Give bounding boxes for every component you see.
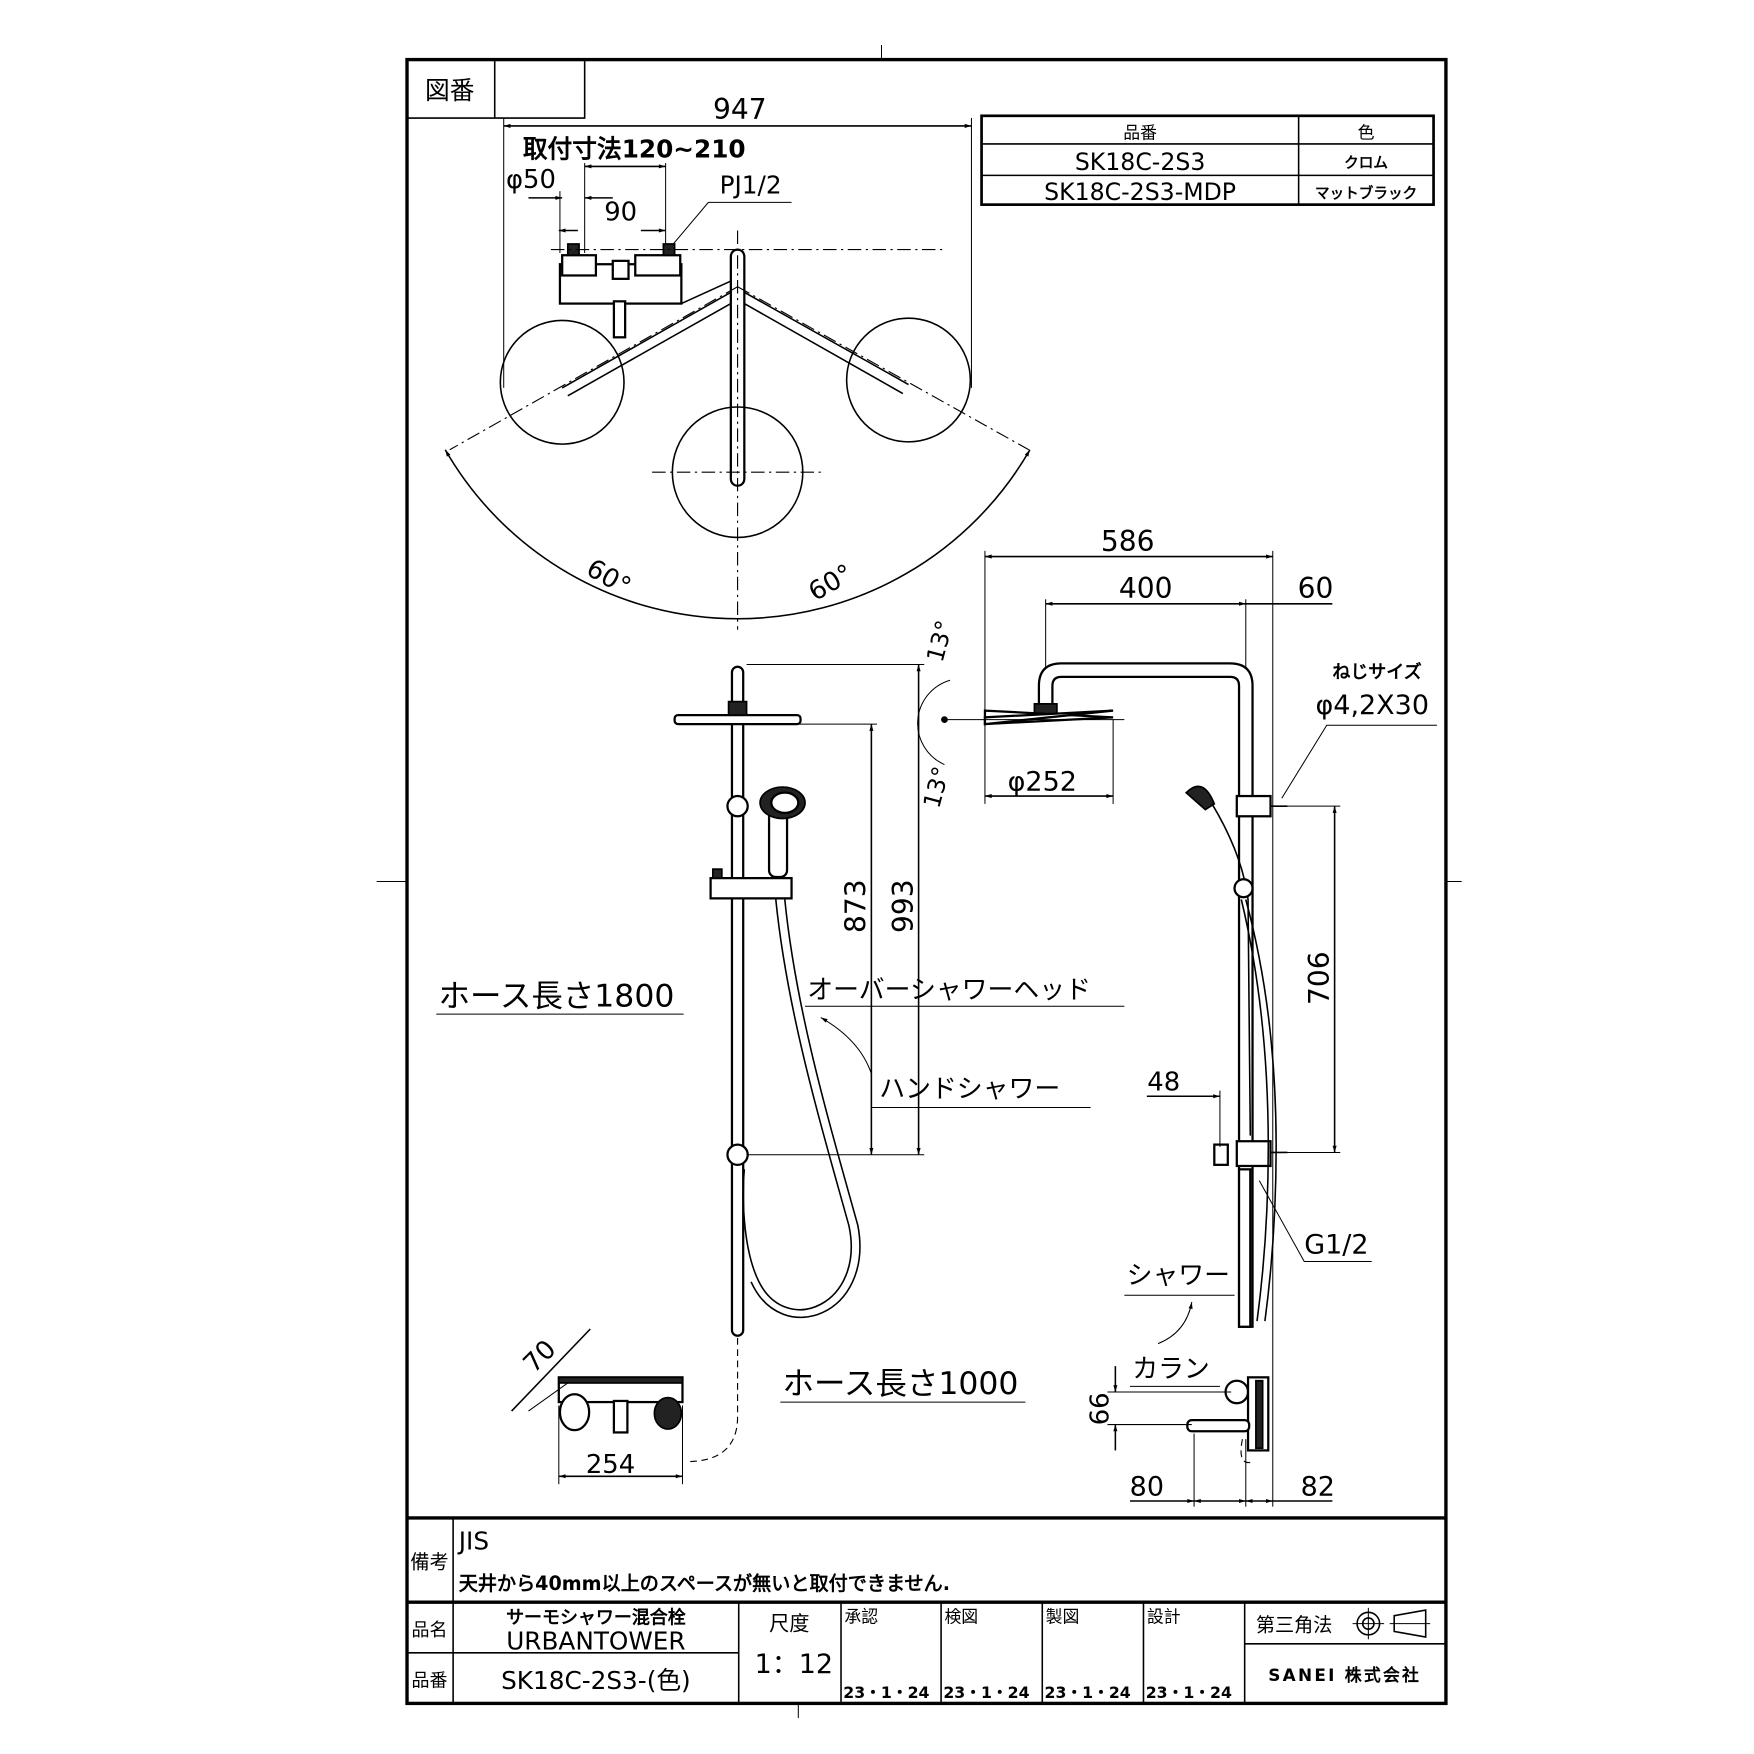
drawing-frame [405,57,1448,1706]
design-date: 23・1・24 [1146,1683,1232,1702]
scale-label: 尺度 [769,1611,809,1635]
company-name: SANEI 株式会社 [1268,1665,1421,1685]
dim-706: 706 [1303,951,1336,1005]
label-overhead-shower: オーバーシャワーヘッド [807,975,1091,1005]
dim-48: 48 [1147,1068,1180,1098]
check-date: 23・1・24 [943,1683,1029,1702]
row-color: クロム [1344,155,1388,172]
dim-873: 873 [840,879,873,933]
product-name-jp: サーモシャワー混合栓 [506,1607,686,1629]
angle-top: 13° [921,617,959,665]
approval-label: 承認 [844,1606,878,1626]
name-label: 品名 [412,1620,448,1641]
dim-586: 586 [1101,525,1155,558]
dim-90: 90 [604,197,637,227]
header-model: 品番 [1123,122,1157,142]
label-shower: シャワー [1127,1261,1230,1291]
dim-66: 66 [1086,1392,1116,1425]
dim-pj12: PJ1/2 [720,170,782,199]
angle-left: 60° [581,554,636,603]
top-view: 947 取付寸法120~210 φ50 90 PJ1/2 [444,93,1031,630]
dim-70: 70 [518,1334,562,1378]
remarks-note: 天井から40mm以上のスペースが無いと取付できません. [459,1572,950,1595]
label-hose-1800: ホース長さ1800 [439,978,675,1014]
third-angle-projection-icon [1352,1607,1431,1640]
check-label: 検図 [944,1606,978,1626]
title-block: 品名 サーモシャワー混合栓 URBANTOWER 品番 SK18C-2S3-(色… [407,1600,1446,1704]
dim-60: 60 [1298,572,1334,605]
dim-82: 82 [1301,1471,1335,1502]
row-model: SK18C-2S3 [1075,148,1206,176]
dim-993: 993 [887,879,920,933]
dim-80: 80 [1130,1471,1164,1502]
row-color: マットブラック [1315,184,1417,202]
dim-phi252: φ252 [1008,766,1077,797]
product-number: SK18C-2S3-(色) [501,1666,691,1695]
center-marks [376,44,1462,1719]
label-spout: カラン [1132,1354,1210,1384]
projection-label: 第三角法 [1256,1613,1332,1636]
drafting-label: 製図 [1046,1606,1080,1626]
row-model: SK18C-2S3-MDP [1044,178,1236,206]
dim-254: 254 [586,1450,635,1480]
label-hand-shower: ハンドシャワー [879,1074,1060,1104]
drafting-date: 23・1・24 [1045,1683,1131,1702]
angle-bottom: 13° [918,763,956,811]
remarks-label: 備考 [410,1550,448,1573]
product-name-en: URBANTOWER [506,1626,685,1655]
header-color: 色 [1358,122,1375,142]
drawing-number-label: 図番 [425,76,474,105]
label-g12: G1/2 [1304,1230,1368,1261]
dim-947: 947 [713,93,767,126]
design-label: 設計 [1147,1606,1181,1626]
remarks-jis: JIS [457,1526,489,1555]
dim-screw: φ4,2X30 [1316,690,1429,721]
side-view: 586 400 60 13° 13° φ252 ねじサイズ φ4,2X30 70… [917,525,1437,1507]
dim-400: 400 [1119,572,1173,605]
remarks-block: 備考 JIS 天井から40mm以上のスペースが無いと取付できません. [407,1516,1446,1603]
drawing-number-box: 図番 [407,59,586,119]
approval-date: 23・1・24 [843,1683,929,1702]
number-label: 品番 [412,1671,448,1692]
label-screw-size: ねじサイズ [1332,661,1421,683]
scale-value: 1：12 [755,1649,833,1680]
label-hose-1000: ホース長さ1000 [783,1366,1019,1402]
variants-table: 品番 色 SK18C-2S3 クロム SK18C-2S3-MDP マットブラック [980,114,1435,206]
dim-phi50: φ50 [506,165,556,195]
dim-mount-range: 取付寸法120~210 [523,134,746,163]
